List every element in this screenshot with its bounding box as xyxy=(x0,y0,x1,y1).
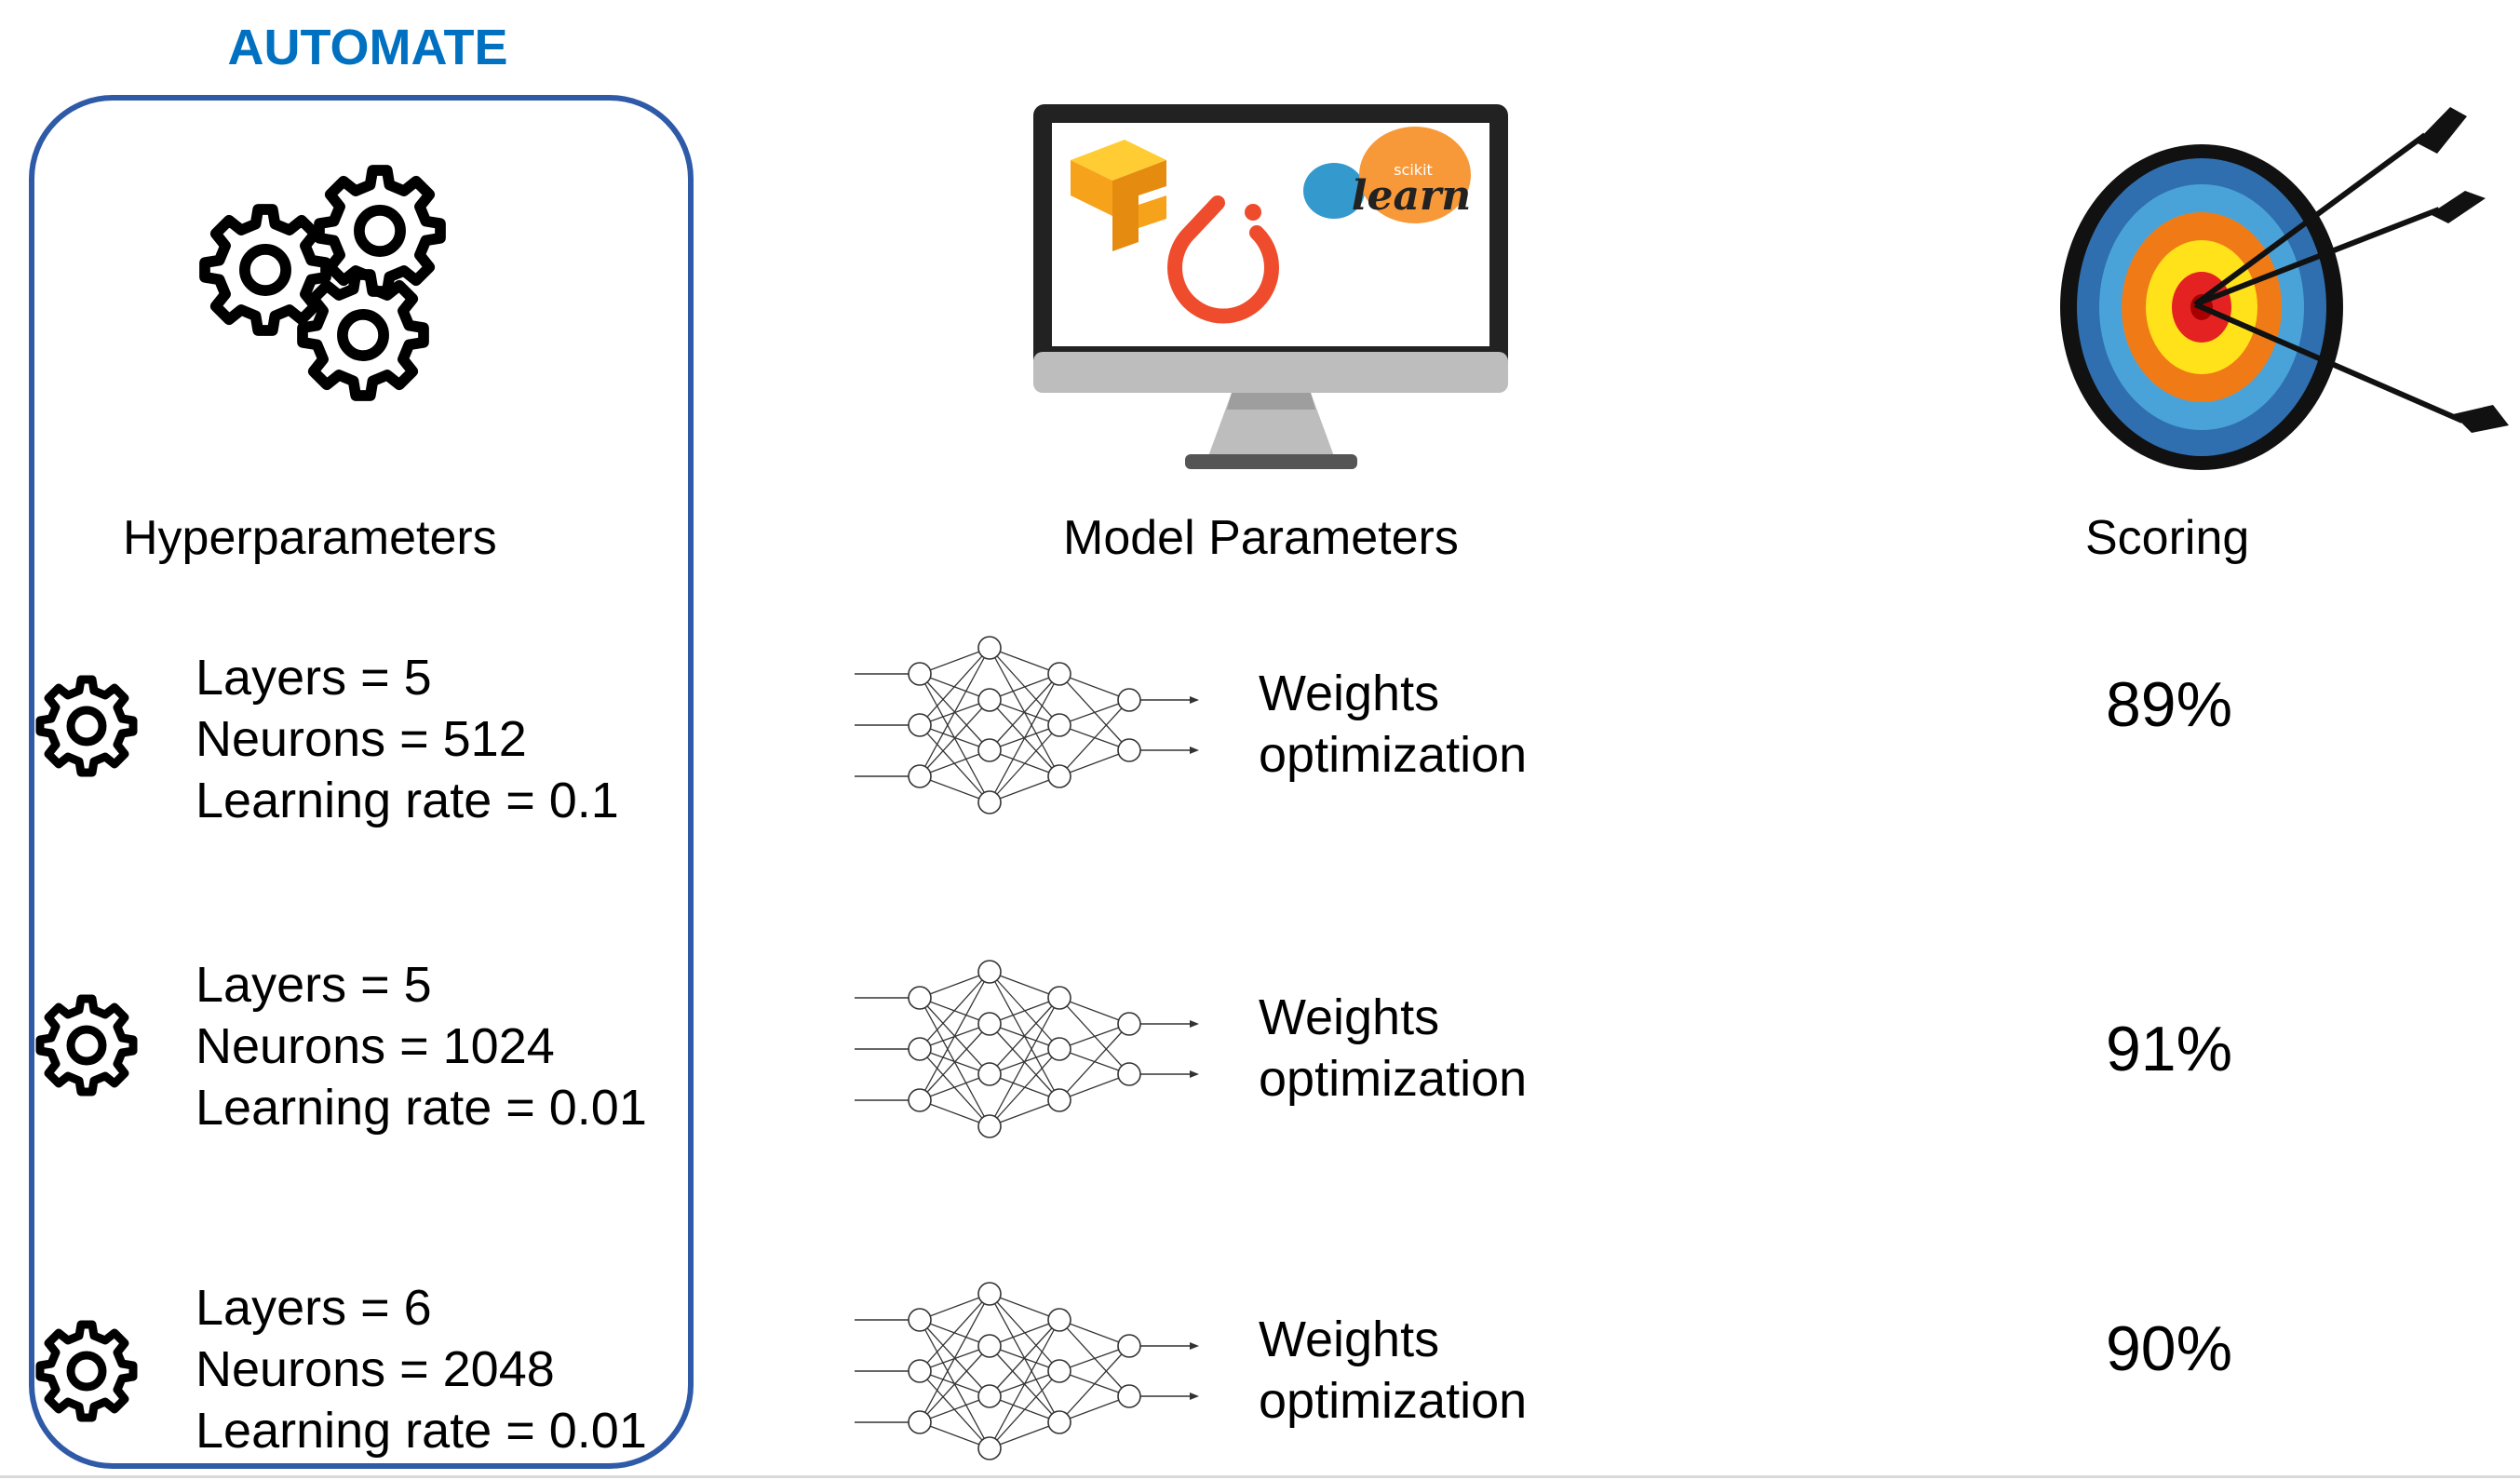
row3-neurons: Neurons = 2048 xyxy=(195,1341,555,1397)
neural-network-icon xyxy=(855,636,1199,814)
automate-title: AUTOMATE xyxy=(227,20,508,75)
row2-weights-line2: optimization xyxy=(1259,1051,1528,1107)
sklearn-logo: scikit learn xyxy=(1303,127,1471,223)
target-icon xyxy=(2060,107,2509,470)
neural-network-icon xyxy=(855,1282,1199,1460)
heading-scoring: Scoring xyxy=(2085,511,2250,565)
tensorflow-logo xyxy=(1071,140,1166,251)
row3-weights-line1: Weights xyxy=(1259,1312,1440,1367)
row1-weights-line2: optimization xyxy=(1259,727,1528,783)
row2-weights-line1: Weights xyxy=(1259,989,1440,1045)
row2-layers: Layers = 5 xyxy=(195,957,432,1013)
row1-learning-rate: Learning rate = 0.1 xyxy=(195,773,619,828)
row2-learning-rate: Learning rate = 0.01 xyxy=(195,1080,647,1136)
row1-neurons: Neurons = 512 xyxy=(195,711,527,767)
gear-icon xyxy=(35,675,138,777)
row2-score: 91% xyxy=(2105,1014,2233,1084)
row3-score: 90% xyxy=(2105,1313,2233,1384)
sklearn-big-text: learn xyxy=(1352,172,1471,220)
row1-score: 89% xyxy=(2105,669,2233,740)
row1-weights-line1: Weights xyxy=(1259,666,1440,721)
row3-layers: Layers = 6 xyxy=(195,1280,432,1336)
automate-box xyxy=(29,95,694,1469)
sklearn-small-text: scikit xyxy=(1394,161,1433,179)
gear-icon xyxy=(35,1320,138,1422)
gears-icon xyxy=(186,149,465,419)
row2-neurons: Neurons = 1024 xyxy=(195,1018,555,1074)
bottom-rule xyxy=(0,1475,2520,1478)
gear-icon xyxy=(35,994,138,1097)
neural-network-icon xyxy=(855,960,1199,1138)
row3-weights-line2: optimization xyxy=(1259,1373,1528,1429)
pytorch-logo xyxy=(1167,195,1279,324)
row3-learning-rate: Learning rate = 0.01 xyxy=(195,1403,647,1459)
row1-layers: Layers = 5 xyxy=(195,650,432,706)
heading-model-parameters: Model Parameters xyxy=(1063,511,1459,565)
monitor-icon: scikit learn xyxy=(1033,104,1508,469)
heading-hyperparameters: Hyperparameters xyxy=(123,511,497,565)
